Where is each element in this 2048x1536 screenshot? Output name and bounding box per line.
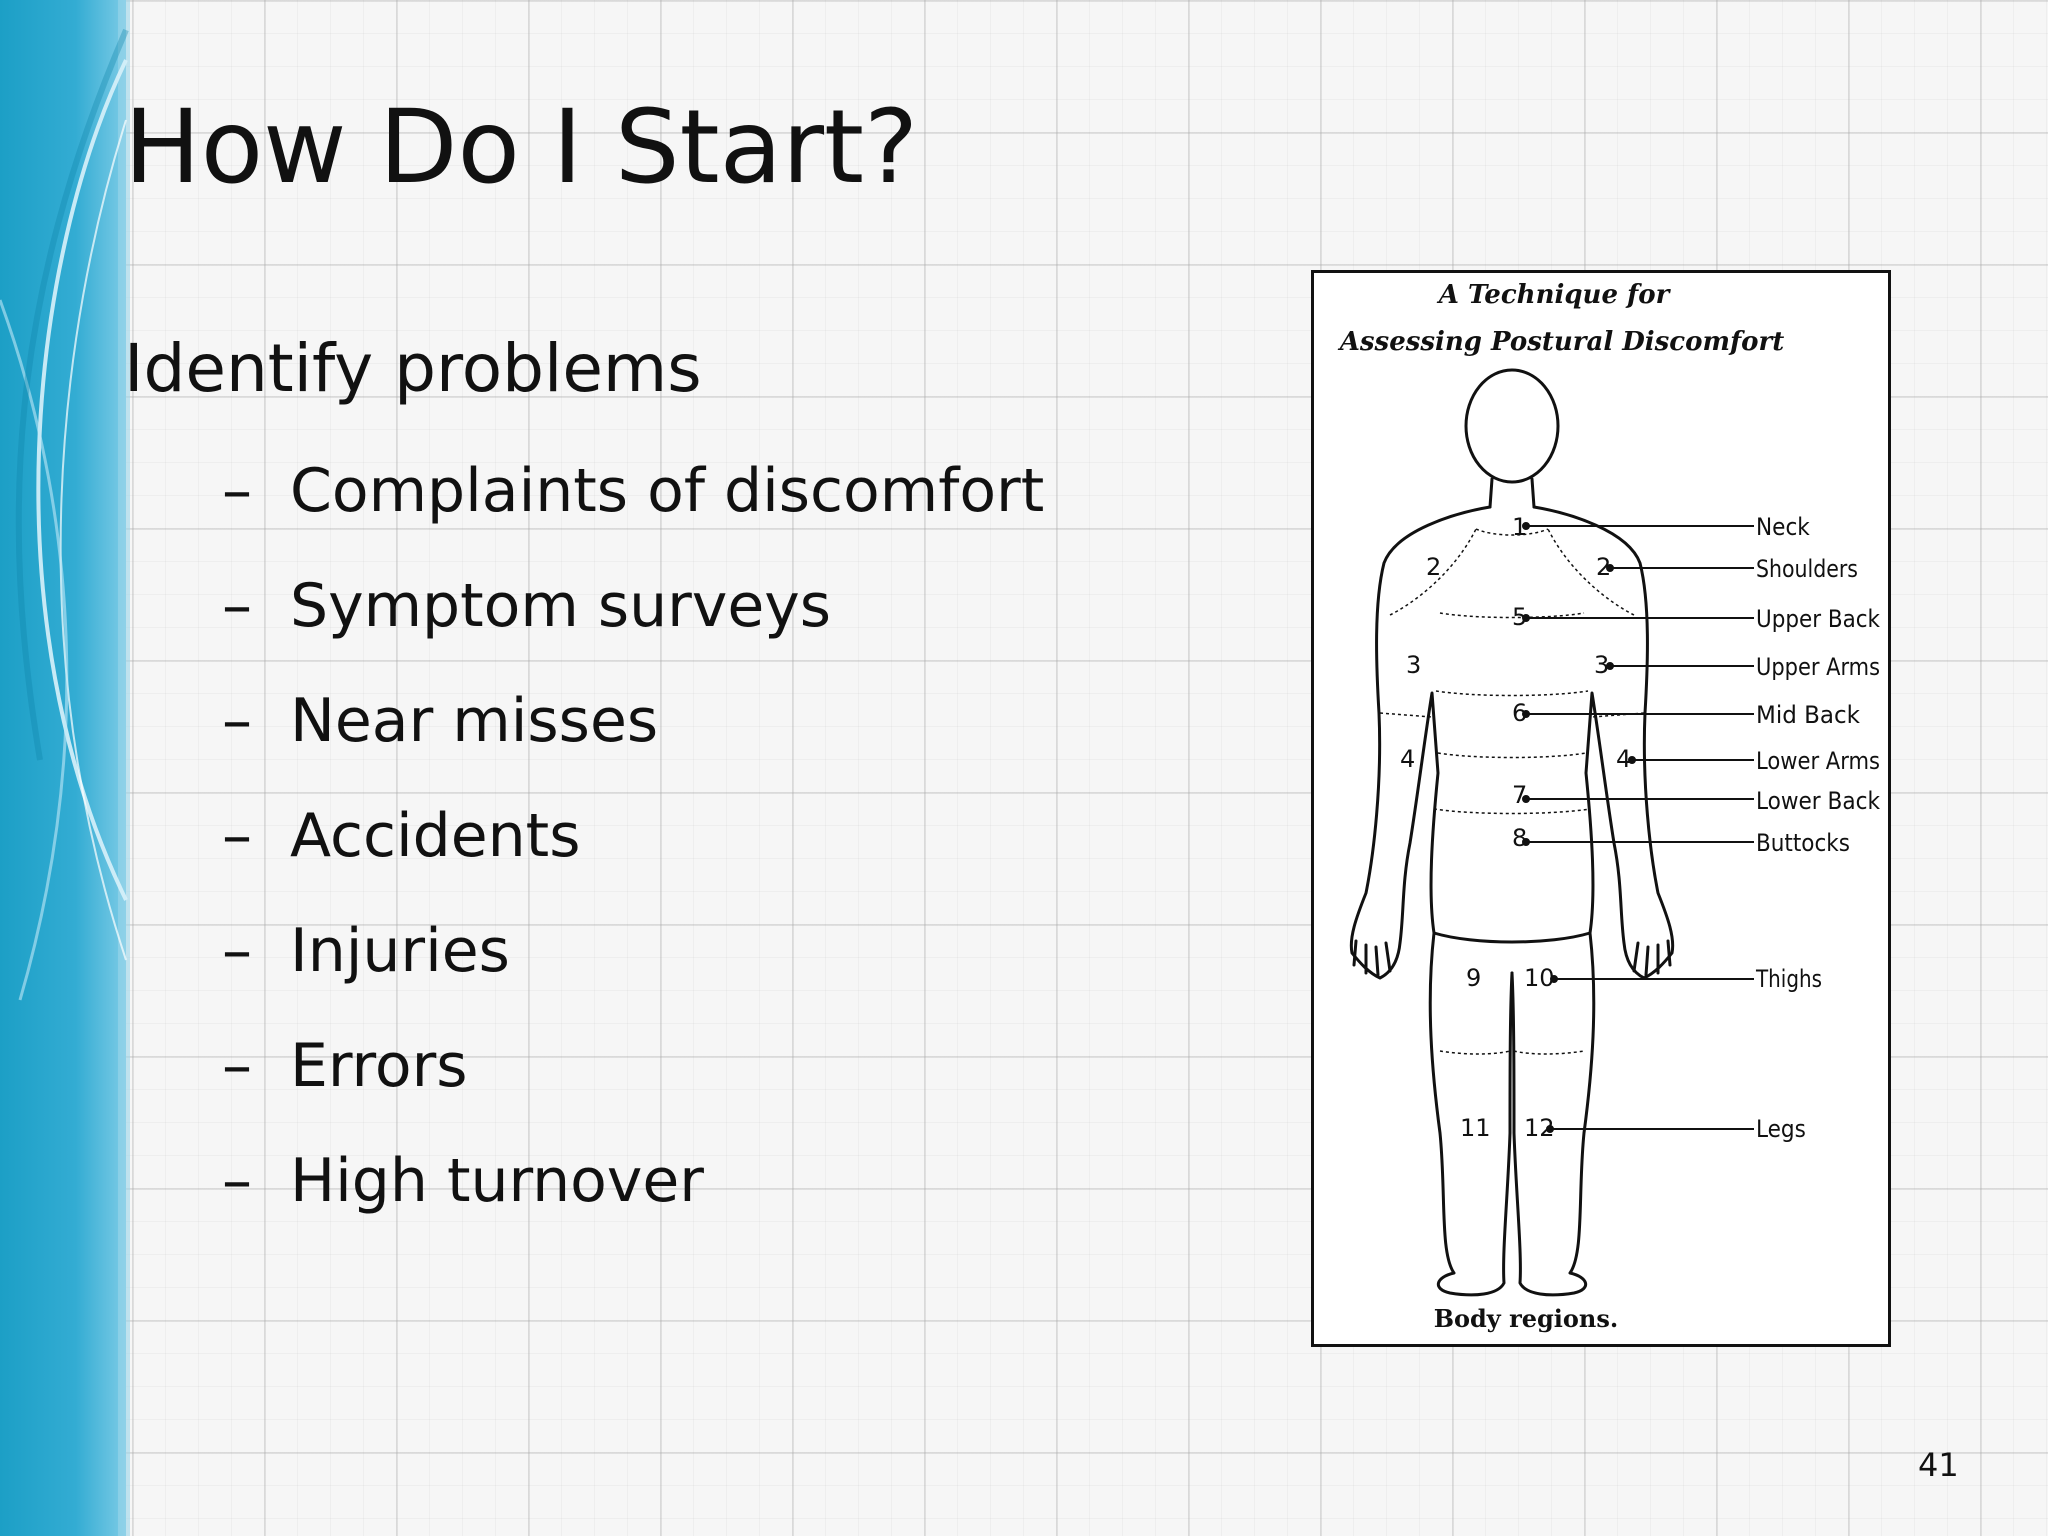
label-upper-back: Upper Back <box>1756 605 1880 633</box>
figure-title-line2: Assessing Postural Discomfort <box>1337 327 1784 357</box>
label-buttocks: Buttocks <box>1756 829 1850 857</box>
list-item: –Injuries <box>222 916 1044 1031</box>
region-number-8: 8 <box>1512 824 1527 852</box>
list-item: –Errors <box>222 1031 1044 1146</box>
list-item: –High turnover <box>222 1146 1044 1261</box>
region-number-3-right: 3 <box>1594 651 1609 679</box>
bullet-text: Injuries <box>290 916 510 986</box>
list-item: –Accidents <box>222 801 1044 916</box>
bullet-dash: – <box>222 571 252 641</box>
label-neck: Neck <box>1756 513 1810 541</box>
region-number-3-left: 3 <box>1406 651 1421 679</box>
bullet-dash: – <box>222 456 252 526</box>
label-shoulders: Shoulders <box>1756 555 1858 583</box>
label-upper-arms: Upper Arms <box>1756 653 1880 681</box>
level1-text: Identify problems <box>124 330 702 407</box>
body-diagram: A Technique for Assessing Postural Disco… <box>1337 280 1881 1333</box>
label-legs: Legs <box>1756 1115 1806 1143</box>
region-number-6: 6 <box>1512 699 1527 727</box>
label-lower-back: Lower Back <box>1756 787 1880 815</box>
list-item: –Complaints of discomfort <box>222 456 1044 571</box>
bullet-text: Symptom surveys <box>290 571 832 641</box>
region-number-9: 9 <box>1466 964 1481 992</box>
bullet-dash: – <box>222 801 252 871</box>
body-regions-figure: A Technique for Assessing Postural Disco… <box>1311 270 1891 1347</box>
bullet-text: Accidents <box>290 801 581 871</box>
page-number: 41 <box>1918 1446 1959 1484</box>
label-mid-back: Mid Back <box>1756 701 1861 729</box>
bullet-dash: – <box>222 686 252 756</box>
region-number-7: 7 <box>1512 781 1527 809</box>
region-number-10: 10 <box>1524 964 1555 992</box>
region-number-11: 11 <box>1460 1114 1491 1142</box>
figure-title-line1: A Technique for <box>1436 280 1672 310</box>
bullet-text: Errors <box>290 1031 468 1101</box>
decorative-side-band <box>0 0 130 1536</box>
region-number-2-right: 2 <box>1596 553 1611 581</box>
region-number-5: 5 <box>1512 603 1527 631</box>
bullet-dash: – <box>222 916 252 986</box>
bullet-text: Near misses <box>290 686 659 756</box>
bullet-dash: – <box>222 1031 252 1101</box>
list-item: –Symptom surveys <box>222 571 1044 686</box>
bullet-dash: – <box>222 1146 252 1216</box>
bullet-text: Complaints of discomfort <box>290 456 1045 526</box>
region-number-2-left: 2 <box>1426 553 1441 581</box>
leader-lines <box>1522 522 1754 1133</box>
region-number-4-right: 4 <box>1616 745 1631 773</box>
bullet-text: High turnover <box>290 1146 704 1216</box>
label-thighs: Thighs <box>1755 965 1822 993</box>
figure-caption: Body regions. <box>1434 1304 1619 1333</box>
region-number-4-left: 4 <box>1400 745 1415 773</box>
label-lower-arms: Lower Arms <box>1756 747 1880 775</box>
body-outline <box>1349 368 1675 1297</box>
region-number-1: 1 <box>1512 513 1527 541</box>
bullet-list: –Complaints of discomfort –Symptom surve… <box>222 456 1044 1261</box>
slide-title: How Do I Start? <box>124 88 919 207</box>
list-item: –Near misses <box>222 686 1044 801</box>
